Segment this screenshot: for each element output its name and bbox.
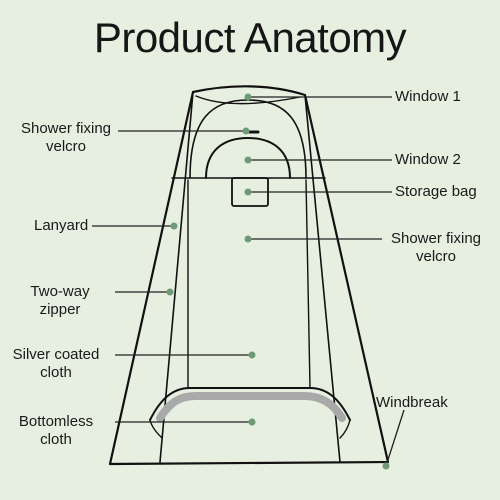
diagram-title: Product Anatomy [93,14,407,61]
dot-shower-velcro-left [242,127,250,135]
dot-window-2 [244,156,252,164]
label-shower-velcro-right-line2: velcro [415,248,456,265]
label-silver-coated-cloth: Silver coated cloth [4,346,108,382]
dot-windbreak [382,462,390,470]
floor-band [156,392,346,422]
label-shower-velcro-right: Shower fixing velcro [380,230,492,266]
label-window-2: Window 2 [395,151,461,168]
leader-windbreak [385,409,405,467]
label-shower-velcro-right-line1: Shower fixing [390,230,482,247]
floor-rim [149,387,351,421]
label-bottomless-cloth: Bottomless cloth [4,413,108,449]
label-bottomless-cloth-line1: Bottomless [18,413,94,430]
dot-window-1 [244,93,252,101]
door-right-seam [305,179,311,389]
window-1-flap [195,95,301,105]
tent-inner-right-edge [304,94,341,463]
window-2-arch [205,137,291,179]
label-window-1: Window 1 [395,88,461,105]
pointer-dots [166,93,390,470]
label-silver-coated-cloth-line1: Silver coated [12,346,100,363]
label-storage-bag: Storage bag [395,183,477,200]
label-windbreak: Windbreak [376,394,448,411]
label-two-way-zipper: Two-way zipper [10,283,110,319]
dot-bottomless-cloth [248,418,256,426]
label-shower-velcro-left-line1: Shower fixing [20,120,112,137]
tent-outer-frame [108,85,390,466]
leader-lines [92,96,405,467]
label-two-way-zipper-line2: zipper [39,301,81,318]
dot-two-way-zipper [166,288,174,296]
tent-inner-left-edge [159,91,194,463]
dot-storage-bag [244,188,252,196]
tent-outline [108,85,390,466]
dot-shower-velcro-right [244,235,252,243]
dot-silver-coated-cloth [248,351,256,359]
label-two-way-zipper-line1: Two-way [30,283,90,300]
label-silver-coated-cloth-line2: cloth [40,364,72,381]
label-shower-velcro-left-line2: velcro [45,138,86,155]
label-shower-velcro-left: Shower fixing velcro [10,120,122,156]
label-bottomless-cloth-line2: cloth [40,431,72,448]
dot-lanyard [170,222,178,230]
label-lanyard: Lanyard [34,217,89,234]
